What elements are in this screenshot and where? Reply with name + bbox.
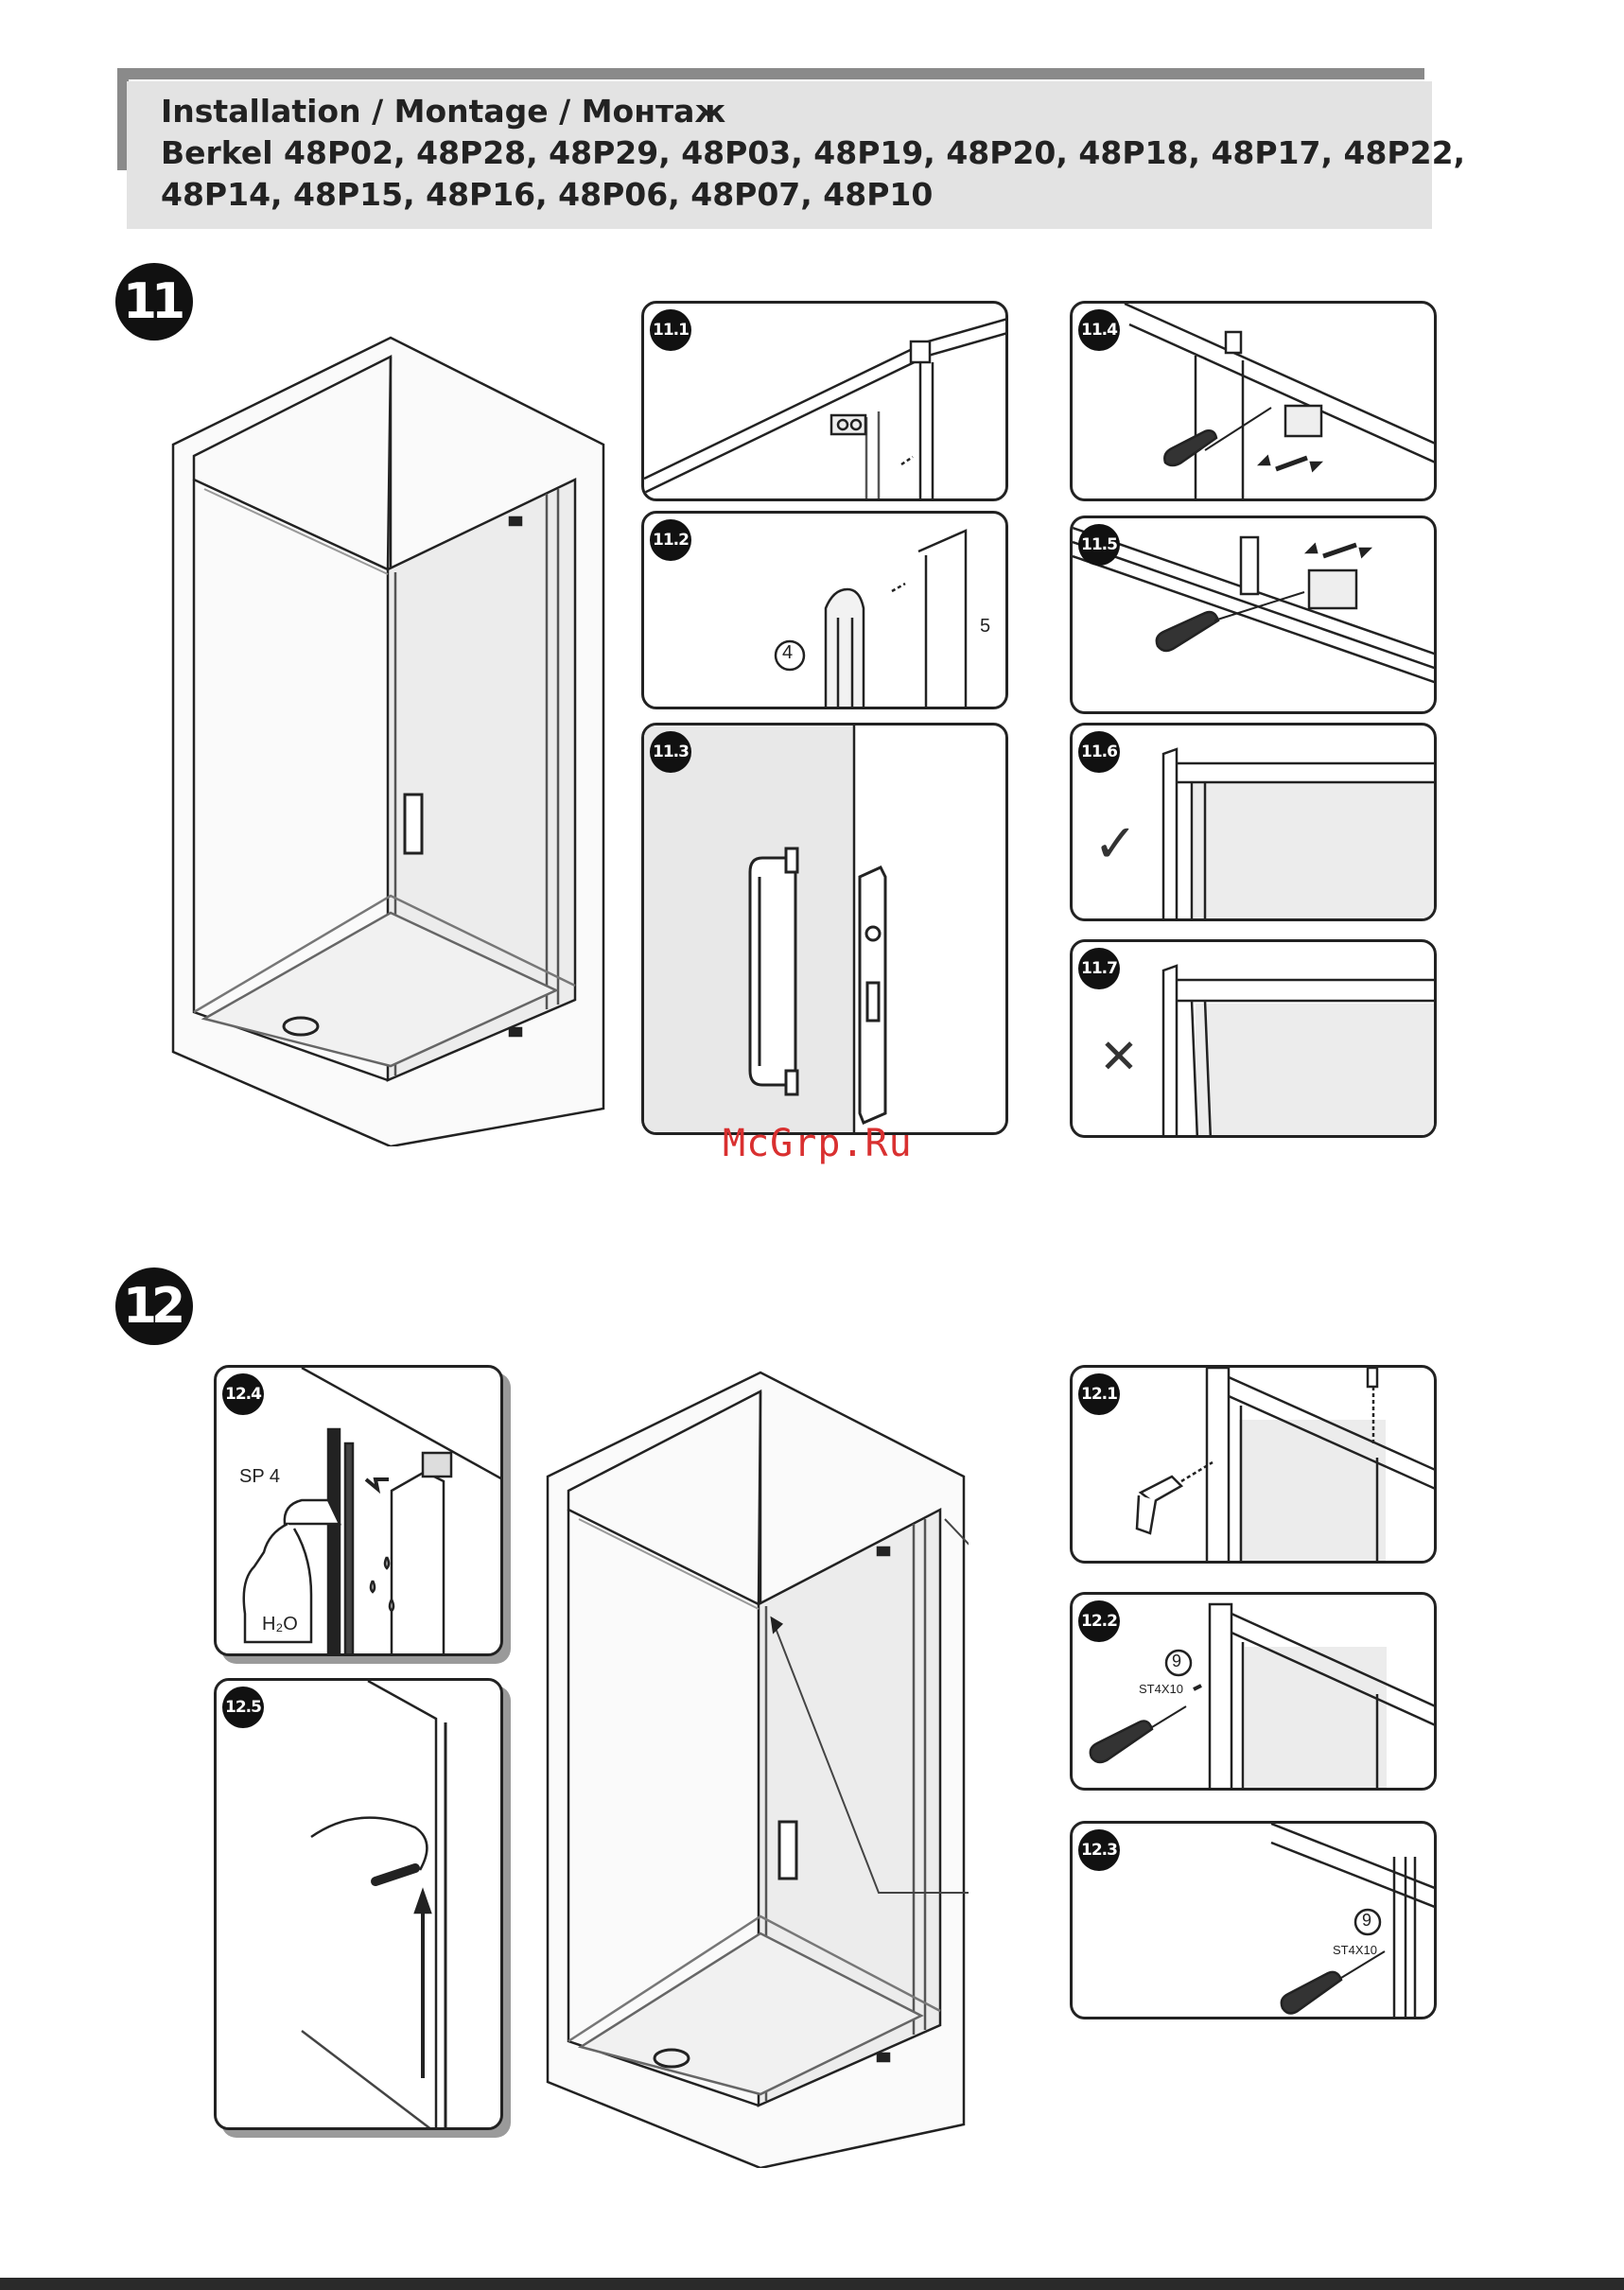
panel-11-3: 11.3	[641, 723, 1008, 1135]
panel-badge-12-4: 12.4	[222, 1373, 264, 1415]
part-number-9-top: 9	[1172, 1652, 1181, 1671]
header-line-1: Installation / Montage / Монтаж	[161, 91, 1465, 132]
screw-fastening-detail-bottom	[1073, 1824, 1437, 2019]
panel-badge-11-3: 11.3	[650, 731, 691, 773]
check-mark-icon: ✓	[1093, 813, 1138, 875]
wipe-glass-detail	[217, 1681, 503, 2130]
panel-11-2: 11.2 4 5	[641, 511, 1008, 709]
panel-12-2: 12.2 9 ST4X10	[1070, 1592, 1437, 1791]
drilling-detail	[1073, 1368, 1437, 1564]
panel-12-5: 12.5	[214, 1678, 503, 2130]
shower-enclosure-illustration-11	[168, 333, 613, 1146]
header-line-2: Berkel 48P02, 48P28, 48P29, 48P03, 48P19…	[161, 132, 1465, 174]
panel-badge-11-7: 11.7	[1078, 948, 1120, 989]
screw-size-bottom: ST4X10	[1333, 1943, 1377, 1957]
handle-installation-detail	[644, 725, 1008, 1135]
part-number-9-bottom: 9	[1362, 1911, 1371, 1931]
sealant-spray-detail	[217, 1368, 503, 1656]
panel-12-1: 12.1	[1070, 1365, 1437, 1564]
panel-12-4: 12.4 SP 4 H₂O	[214, 1365, 503, 1656]
panel-12-3: 12.3 9 ST4X10	[1070, 1821, 1437, 2019]
screw-size-top: ST4X10	[1139, 1682, 1183, 1696]
watermark: McGrp.Ru	[723, 1122, 913, 1165]
wall-profile-detail	[644, 514, 1008, 709]
header-line-3: 48P14, 48P15, 48P16, 48P06, 48P07, 48P10	[161, 174, 1465, 216]
panel-badge-12-5: 12.5	[222, 1687, 264, 1728]
panel-11-6: 11.6 ✓	[1070, 723, 1437, 921]
footer-rule	[0, 2278, 1624, 2290]
step-number-11: 11	[115, 263, 193, 341]
bracket-adjust-detail-bottom	[1073, 518, 1437, 714]
step-number-12: 12	[115, 1267, 193, 1345]
panel-badge-11-1: 11.1	[650, 309, 691, 351]
top-rail-bracket-detail	[644, 304, 1008, 501]
sealant-label: SP 4	[239, 1466, 280, 1488]
panel-badge-11-6: 11.6	[1078, 731, 1120, 773]
shower-enclosure-illustration-12	[543, 1368, 969, 2168]
panel-badge-12-1: 12.1	[1078, 1373, 1120, 1415]
header-title: Installation / Montage / Монтаж Berkel 4…	[161, 91, 1465, 216]
panel-badge-11-5: 11.5	[1078, 524, 1120, 566]
panel-11-5: 11.5	[1070, 516, 1437, 714]
panel-badge-12-3: 12.3	[1078, 1829, 1120, 1871]
part-number-5: 5	[980, 616, 990, 638]
panel-badge-12-2: 12.2	[1078, 1600, 1120, 1642]
panel-11-1: 11.1	[641, 301, 1008, 501]
panel-badge-11-2: 11.2	[650, 519, 691, 561]
cross-mark-icon: ✕	[1099, 1029, 1139, 1084]
panel-badge-11-4: 11.4	[1078, 309, 1120, 351]
screw-fastening-detail-top	[1073, 1595, 1437, 1791]
header-rule	[117, 68, 1424, 79]
panel-11-4: 11.4	[1070, 301, 1437, 501]
water-label: H₂O	[262, 1614, 298, 1635]
bracket-adjust-detail-top	[1073, 304, 1437, 501]
part-number-4: 4	[782, 642, 793, 664]
panel-11-7: 11.7 ✕	[1070, 939, 1437, 1138]
